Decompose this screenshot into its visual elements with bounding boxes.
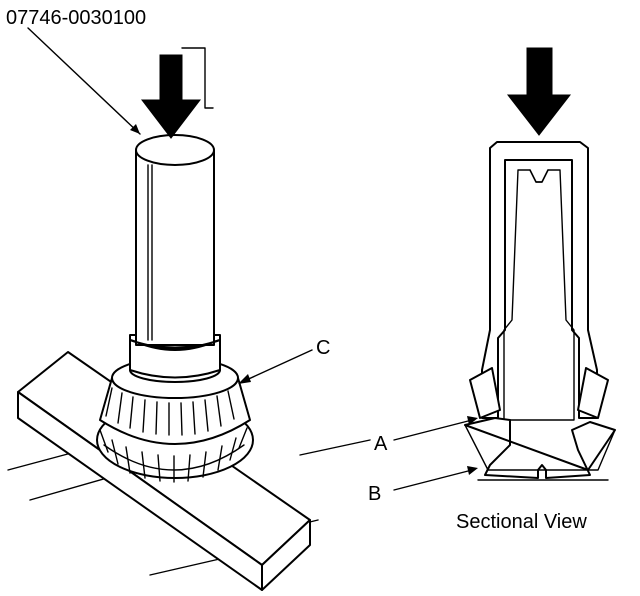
b-leader-arrowhead bbox=[467, 466, 478, 475]
section-shaft bbox=[503, 169, 575, 421]
a-leader-arrowhead bbox=[467, 416, 478, 425]
c-leader-line bbox=[241, 349, 313, 383]
b-leader-line bbox=[393, 469, 473, 491]
a-leader-line bbox=[393, 419, 473, 441]
section-bearing-rollers bbox=[469, 367, 609, 419]
callout-b: B bbox=[368, 483, 381, 505]
tool-number-label: 07746-0030100 bbox=[6, 7, 146, 29]
section-gear bbox=[464, 417, 616, 481]
sectional-view-caption: Sectional View bbox=[456, 511, 587, 533]
tool-leader-arrowhead bbox=[130, 124, 140, 134]
tool-leader-line bbox=[27, 27, 141, 135]
press-arrow-right bbox=[506, 47, 572, 136]
press-arrow-left bbox=[140, 47, 214, 139]
callout-a: A bbox=[374, 433, 388, 455]
installer-tool bbox=[129, 134, 221, 383]
section-tool-cup bbox=[481, 141, 598, 419]
callout-c: C bbox=[316, 337, 330, 359]
c-leader-arrowhead bbox=[238, 374, 251, 384]
